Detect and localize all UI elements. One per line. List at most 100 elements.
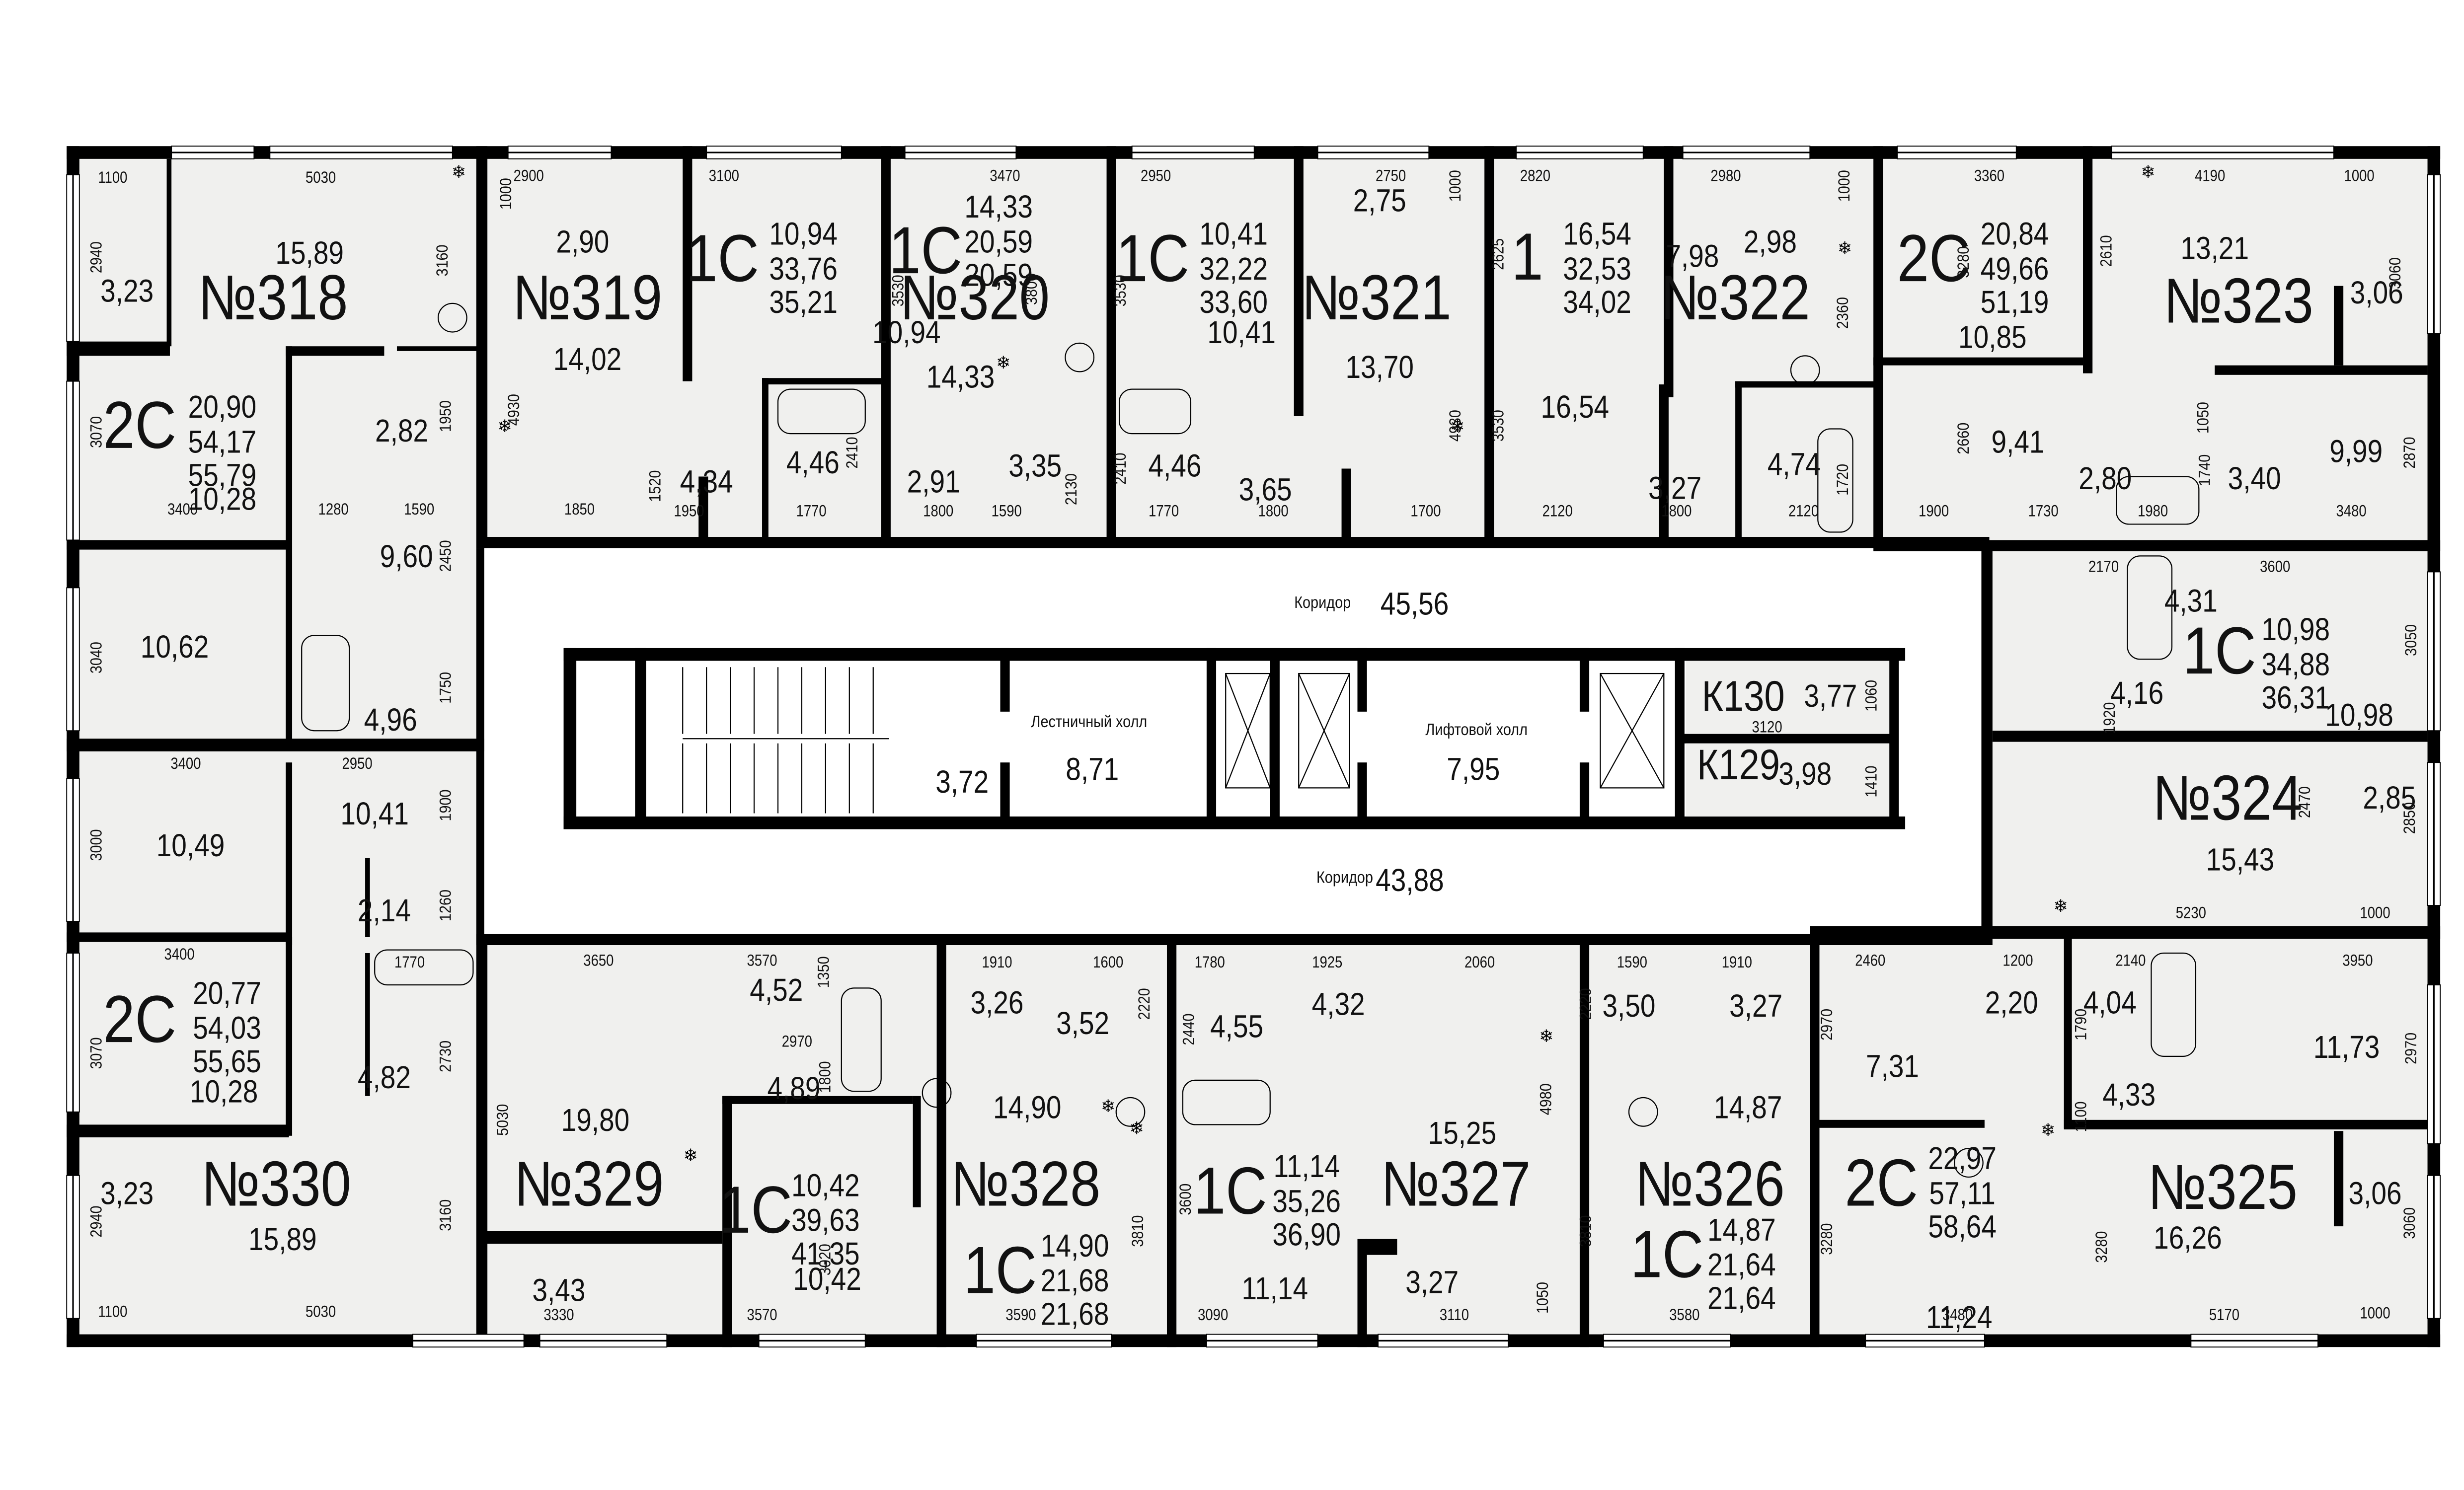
- dimension-label: 1850: [564, 502, 595, 520]
- storage-room-k130: [1686, 661, 1890, 734]
- dimension-label: 1740: [2197, 454, 2215, 486]
- wall: [1873, 146, 1883, 545]
- wall: [1341, 468, 1351, 540]
- room-area-label: 13,21: [2180, 231, 2249, 267]
- dimension-label: 1050: [1535, 1281, 1553, 1314]
- dimension-label: 3070: [88, 1037, 107, 1069]
- bathtub-icon: [1118, 388, 1192, 435]
- wall: [365, 858, 370, 937]
- room-area-label: 4,31: [2164, 584, 2218, 620]
- core-wall: [563, 648, 1906, 661]
- core-wall: [563, 648, 577, 829]
- living-area: 10,94: [769, 218, 838, 253]
- total-area: 54,17: [188, 425, 257, 460]
- room-area-label: 4,46: [786, 446, 840, 482]
- dimension-label: 5030: [495, 1104, 513, 1136]
- apartment-type: 1С: [1630, 1216, 1704, 1292]
- wall: [936, 940, 946, 1347]
- dimension-label: 1200: [2002, 953, 2033, 971]
- elevator-cross: [1225, 673, 1271, 788]
- dimension-label: 4190: [2195, 168, 2226, 186]
- dimension-label: 3110: [1439, 1307, 1469, 1325]
- stairwell-area: 3,72: [935, 765, 989, 801]
- dimension-label: 3570: [747, 953, 777, 971]
- wall: [286, 346, 293, 744]
- room-area-label: 10,62: [140, 630, 209, 666]
- room-area-label: 3,06: [2348, 1177, 2402, 1212]
- core-wall: [1675, 648, 1685, 829]
- dimension-label: 3280: [1819, 1223, 1837, 1255]
- total-area-with-balcony: 21,68: [1040, 1298, 1109, 1333]
- apartment-number: №321: [1302, 263, 1452, 334]
- room-area-label: 3,23: [100, 1177, 154, 1212]
- washing-machine-icon: [1628, 1097, 1658, 1127]
- dimension-label: 3400: [167, 502, 198, 520]
- dimension-label: 3280: [1956, 246, 1974, 278]
- room-area-label: 7,98: [1666, 239, 1719, 275]
- air-conditioner-icon: ❄: [452, 162, 466, 182]
- room-area-label: 2,82: [375, 414, 429, 450]
- dimension-label: 3100: [708, 168, 739, 186]
- core-wall: [1000, 762, 1010, 829]
- room-area-label: 16,26: [2154, 1221, 2222, 1257]
- dimension-label: 2970: [1819, 1008, 1837, 1041]
- air-conditioner-icon: ❄: [996, 353, 1010, 372]
- living-area: 11,14: [1273, 1150, 1340, 1185]
- total-area-with-balcony: 35,21: [769, 286, 838, 321]
- windows: [66, 146, 2441, 1348]
- dimension-label: 3810: [1578, 1215, 1596, 1247]
- room-area-label: 4,55: [1210, 1010, 1264, 1045]
- room-area-label: 10,28: [189, 1075, 258, 1111]
- room-area-label: 4,16: [2110, 676, 2164, 712]
- dimension-label: 1980: [2138, 503, 2168, 522]
- total-area-with-balcony: 51,19: [1980, 286, 2049, 321]
- wall: [1981, 545, 1993, 937]
- wall: [1664, 146, 1674, 397]
- dimension-label: 2970: [781, 1034, 812, 1052]
- bathtub-icon: [1817, 428, 1853, 533]
- apartment-number: №325: [2148, 1153, 2298, 1223]
- dimension-label: 1910: [1721, 955, 1752, 972]
- dimension-label: 1950: [438, 400, 456, 432]
- dimension-label: 3530: [890, 275, 909, 307]
- dimension-label: 3160: [438, 1199, 456, 1231]
- room-area-label: 3,27: [1648, 471, 1702, 507]
- wall: [1810, 940, 1820, 1347]
- core-wall: [563, 816, 1906, 829]
- dimension-label: 2625: [1490, 238, 1509, 270]
- total-area-with-balcony: 20,59: [964, 259, 1033, 294]
- elevator-shaft: [1600, 672, 1665, 789]
- dimension-label: 1800: [817, 1061, 836, 1093]
- room-area-label: 13,70: [1345, 351, 1414, 386]
- room-area-label: 7,31: [1866, 1050, 1920, 1085]
- apartment-number: №320: [900, 263, 1050, 334]
- apartment-number: №322: [1660, 263, 1810, 334]
- wall: [484, 537, 1990, 548]
- core-wall: [1357, 762, 1367, 829]
- living-area: 14,90: [1040, 1229, 1109, 1265]
- living-area: 10,42: [791, 1169, 860, 1204]
- apartment-number: №319: [512, 263, 663, 334]
- washing-machine-icon: [1065, 342, 1095, 372]
- air-conditioner-icon: ❄: [1539, 1027, 1553, 1046]
- dimension-label: 3160: [435, 244, 453, 277]
- dimension-label: 2950: [1141, 168, 1171, 186]
- total-area: 32,53: [1563, 251, 1631, 287]
- wall: [67, 341, 170, 356]
- dimension-label: 1590: [1617, 955, 1647, 972]
- wall: [722, 1096, 913, 1104]
- room-area-label: 3,65: [1238, 473, 1292, 509]
- dimension-label: 2970: [2403, 1032, 2421, 1064]
- wall: [476, 548, 484, 937]
- washing-machine-icon: [1115, 1097, 1146, 1127]
- wall: [365, 953, 370, 1096]
- room-area-label: 19,80: [561, 1104, 630, 1139]
- wall: [2333, 1131, 2344, 1227]
- room-area-label: 2,91: [907, 465, 960, 501]
- room-area-label: 14,33: [926, 361, 995, 396]
- air-conditioner-icon: ❄: [683, 1146, 697, 1165]
- room-area-label: 3,06: [2350, 276, 2403, 311]
- wall: [476, 934, 1993, 945]
- dimension-label: 1000: [1448, 170, 1465, 202]
